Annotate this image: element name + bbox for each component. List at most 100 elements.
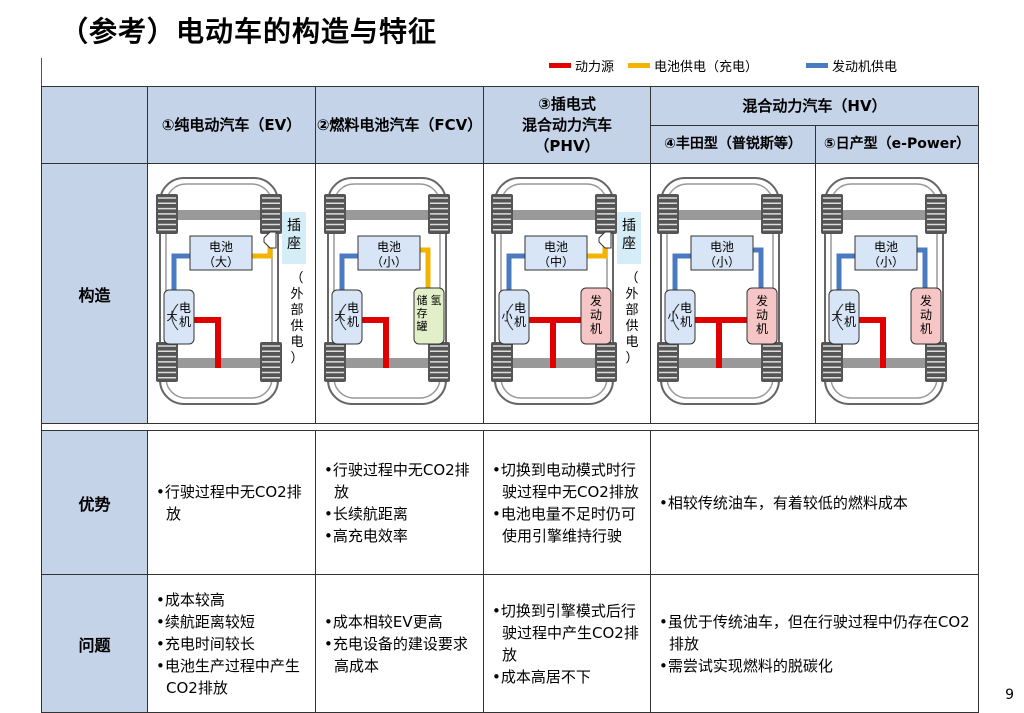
bullet-item: •高充电效率	[324, 526, 408, 545]
row-label-structure: 构造	[41, 163, 148, 424]
bullet-list: •成本较高•续航距离较短•充电时间较长•电池生产过程中产生CO2排放	[156, 589, 307, 699]
motor-label: 机	[844, 315, 856, 329]
blue-line	[506, 253, 525, 292]
battery-box	[690, 235, 754, 270]
battery-label: 电池	[710, 240, 734, 254]
plug-label: 座	[287, 236, 301, 252]
plug-socket-box	[281, 211, 306, 264]
prob-hv: •虽优于传统油车，但在行驶过程中仍存在CO2排放•需尝试实现燃料的脱碳化	[650, 574, 979, 713]
motor-label: 电	[514, 301, 526, 315]
red-line	[191, 316, 221, 368]
external-supply-label: 部	[625, 303, 638, 318]
adv-phv: •切换到电动模式时行驶过程中无CO2排放•电池电量不足时仍可使用引擎维持行驶	[483, 430, 651, 575]
battery-label: （小）	[704, 255, 740, 269]
engine-label: 发	[920, 293, 932, 308]
external-supply-label: ）	[290, 351, 303, 366]
external-supply-label: 外	[290, 287, 303, 302]
diagram-phv: 电池（中）小电机发动机插座（外部供电）	[483, 163, 651, 424]
motor-label: 电	[680, 301, 692, 315]
legend-item-battery: 电池供电（充电）	[628, 56, 758, 75]
external-supply-label: 部	[290, 303, 303, 318]
legend: 动力源 电池供电（充电） 发动机供电	[549, 56, 911, 75]
prob-phv: •切换到引擎模式后行驶过程中产生CO2排放•成本高居不下	[483, 574, 651, 713]
blue-line	[672, 253, 691, 292]
bullet-item: •行驶过程中无CO2排放	[324, 460, 470, 501]
bullet-item: •充电时间较长	[156, 634, 255, 653]
row-label-problems: 问题	[41, 574, 148, 713]
bullet-list: •成本相较EV更高•充电设备的建设要求高成本	[324, 611, 475, 677]
bullet-item: •电池电量不足时仍可使用引擎维持行驶	[492, 504, 636, 545]
battery-box	[524, 235, 588, 270]
engine-label: 机	[920, 322, 932, 336]
blue-line	[339, 253, 358, 292]
motor-label: 机	[178, 315, 190, 329]
bullet-item: •成本相较EV更高	[324, 612, 443, 631]
blue-line	[753, 247, 764, 290]
tank-label: 储	[416, 293, 427, 307]
battery-label: 电池	[874, 240, 898, 254]
tank-label: 罐	[416, 320, 427, 333]
plug-label: 座	[622, 236, 636, 252]
comparison-table: ①纯电动汽车（EV） ②燃料电池汽车（FCV） ③插电式混合动力汽车（PHV） …	[41, 86, 979, 713]
page-number: 9	[1005, 687, 1014, 703]
motor-label: 机	[514, 315, 526, 329]
engine-box	[746, 287, 778, 344]
motor-label: 机	[680, 315, 692, 329]
battery-label: （大）	[202, 255, 238, 269]
external-supply-label: ）	[625, 351, 638, 366]
car-body-outline	[494, 176, 614, 405]
blue-line	[171, 253, 190, 292]
motor-bracket	[836, 303, 844, 330]
bullet-item: •相较传统油车，有着较低的燃料成本	[659, 493, 908, 512]
external-supply-label: 外	[625, 287, 638, 302]
row-label-advantages: 优势	[41, 430, 148, 575]
motor-label: 电	[346, 301, 358, 315]
car-body-outline	[326, 176, 447, 405]
front-axle	[343, 209, 432, 220]
bullet-item: •需尝试实现燃料的脱碳化	[659, 656, 833, 675]
header-toyota: ④丰田型（普锐斯等）	[650, 125, 816, 164]
tank-label: 存	[416, 306, 427, 320]
plug-socket-box	[617, 211, 641, 264]
battery-box	[854, 235, 918, 270]
page-title: （参考）电动车的构造与特征	[60, 15, 438, 48]
header-fcv: ②燃料电池汽车（FCV）	[315, 86, 484, 164]
header-hv: 混合动力汽车（HV）	[650, 86, 979, 126]
legend-item-engine: 发动机供电	[806, 56, 897, 75]
bullet-item: •行驶过程中无CO2排放	[156, 482, 302, 523]
legend-swatch-blue	[806, 63, 829, 68]
legend-label: 电池供电（充电）	[654, 60, 759, 75]
car-body-outline	[660, 176, 780, 405]
motor-box	[163, 289, 194, 344]
plug-icon	[598, 231, 612, 248]
engine-label: 动	[756, 308, 768, 322]
battery-box	[357, 235, 420, 270]
adv-ev: •行驶过程中无CO2排放	[147, 430, 316, 575]
external-supply-label: （	[625, 271, 638, 286]
bullet-item: •长续航距离	[324, 504, 408, 523]
bullet-list: •切换到引擎模式后行驶过程中产生CO2排放•成本高居不下	[492, 600, 642, 688]
car-diagram-svg: 电池（小）大电机储氢存罐	[323, 176, 450, 405]
engine-label: 发	[590, 293, 602, 308]
adv-hv: •相较传统油车，有着较低的燃料成本	[650, 430, 979, 575]
battery-label: （中）	[538, 254, 574, 269]
red-line	[359, 316, 389, 368]
front-axle	[175, 209, 264, 220]
row-gap	[41, 423, 979, 431]
motor-label: 电	[178, 301, 190, 315]
engine-label: 动	[590, 308, 602, 322]
prob-fcv: •成本相较EV更高•充电设备的建设要求高成本	[315, 574, 484, 713]
front-axle	[677, 209, 765, 220]
battery-box	[189, 235, 252, 270]
bullet-item: •切换到电动模式时行驶过程中无CO2排放	[492, 460, 639, 501]
diagram-toyota: 电池（小）小电机发动机	[650, 163, 816, 424]
motor-label: 机	[346, 315, 358, 329]
corner-cell	[41, 86, 148, 164]
bullet-item: •切换到引擎模式后行驶过程中产生CO2排放	[492, 601, 639, 664]
tank-label: 氢	[430, 293, 441, 307]
bullet-item: •续航距离较短	[156, 612, 255, 631]
